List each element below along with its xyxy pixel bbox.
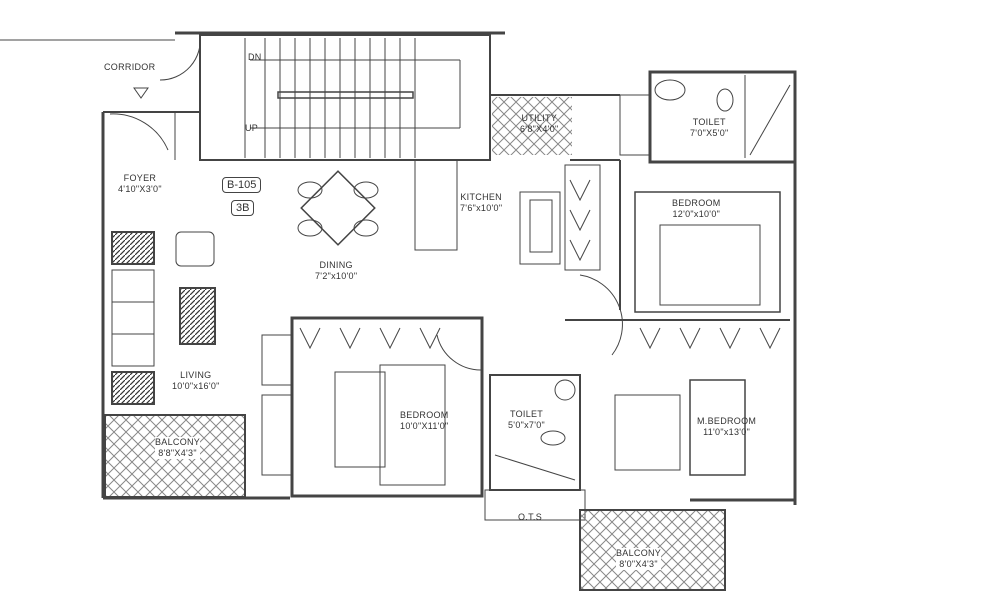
room-name: BALCONY <box>155 437 201 447</box>
room-name: BALCONY <box>616 548 662 558</box>
label-corridor: CORRIDOR <box>104 62 155 73</box>
room-size: 7'6"x10'0" <box>460 203 503 213</box>
room-size: 8'8"X4'3" <box>158 448 197 458</box>
room-name: FOYER <box>123 173 157 183</box>
room-size: 12'0"x10'0" <box>672 209 721 219</box>
room-size: 10'0"X11'0" <box>400 421 449 431</box>
room-name: DINING <box>319 260 353 270</box>
unit-number-tag: B-105 <box>222 177 262 193</box>
label-stair-dn: DN <box>248 52 262 63</box>
room-name: M.BEDROOM <box>697 416 757 426</box>
room-name: BEDROOM <box>672 198 721 208</box>
room-name: UTILITY <box>521 113 558 123</box>
room-name: O.T.S <box>518 512 543 522</box>
room-size: 8'0"X4'3" <box>619 559 658 569</box>
room-name: KITCHEN <box>460 192 502 202</box>
room-size: 11'0"x13'0" <box>703 427 751 437</box>
stair-up-text: UP <box>245 123 259 133</box>
stair-dn-text: DN <box>248 52 262 62</box>
room-name: CORRIDOR <box>104 62 156 72</box>
room-size: 5'0"x7'0" <box>508 420 546 430</box>
room-name: LIVING <box>180 370 212 380</box>
unit-type-tag: 3B <box>231 200 255 216</box>
room-size: 4'10"X3'0" <box>118 184 162 194</box>
room-name: TOILET <box>509 409 544 419</box>
room-size: 10'0"x16'0" <box>172 381 220 391</box>
room-name: TOILET <box>692 117 726 127</box>
room-size: 6'8"X4'0" <box>520 124 559 134</box>
room-size: 7'0"X5'0" <box>690 128 729 138</box>
room-name: BEDROOM <box>400 410 449 420</box>
label-ots: O.T.S <box>518 512 542 523</box>
label-stair-up: UP <box>245 123 258 134</box>
room-size: 7'2"x10'0" <box>315 271 358 281</box>
